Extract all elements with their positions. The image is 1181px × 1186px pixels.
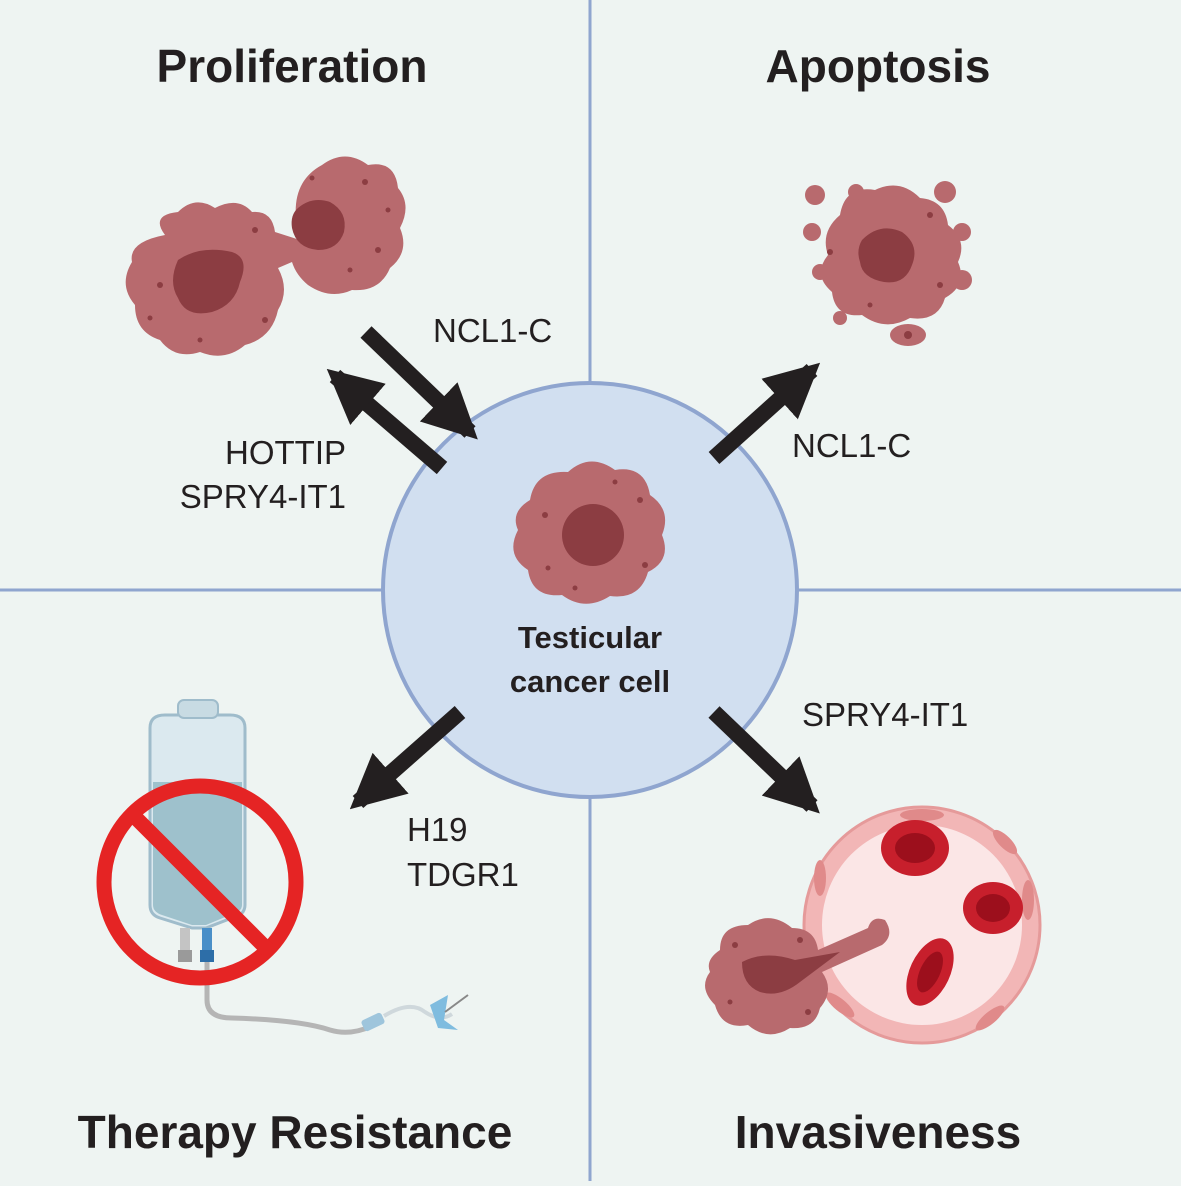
title-proliferation: Proliferation — [157, 40, 428, 92]
label-spry4-it1-proliferation: SPRY4-IT1 — [180, 478, 346, 515]
label-hottip: HOTTIP — [225, 434, 346, 471]
blood-vessel-icon — [802, 805, 1042, 1045]
label-spry4-it1-invasiveness: SPRY4-IT1 — [802, 696, 968, 733]
label-tdgr1: TDGR1 — [407, 856, 519, 893]
no-sign-icon — [96, 778, 304, 986]
invading-cell-icon — [705, 918, 890, 1035]
arrow-to-apoptosis — [708, 362, 821, 464]
arrow-to-center — [360, 326, 478, 440]
title-apoptosis: Apoptosis — [766, 40, 991, 92]
title-therapy-resistance: Therapy Resistance — [78, 1106, 513, 1158]
center-label-line1: Testicular — [518, 620, 662, 655]
label-ncl1c-proliferation: NCL1-C — [433, 312, 552, 349]
label-h19: H19 — [407, 811, 468, 848]
label-ncl1c-apoptosis: NCL1-C — [792, 427, 911, 464]
center-cancer-cell-icon — [513, 461, 666, 604]
red-blood-cell-icon — [881, 820, 1023, 1006]
arrow-to-therapy-resistance — [349, 706, 466, 810]
apoptotic-cell-icon — [803, 181, 972, 346]
dividing-cell-icon — [125, 156, 406, 356]
arrow-to-proliferation — [326, 368, 448, 475]
title-invasiveness: Invasiveness — [735, 1106, 1021, 1158]
arrow-to-invasiveness — [708, 706, 820, 814]
iv-bag-icon — [148, 699, 469, 1035]
center-label-line2: cancer cell — [510, 664, 670, 699]
